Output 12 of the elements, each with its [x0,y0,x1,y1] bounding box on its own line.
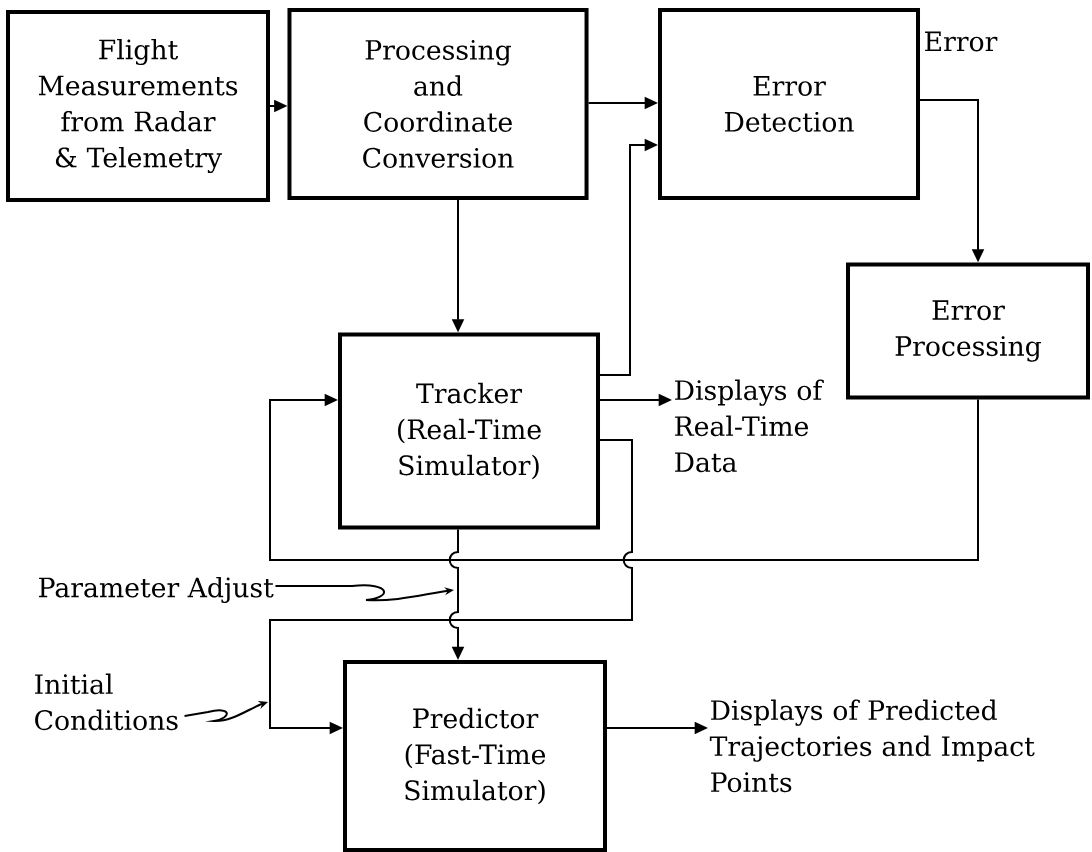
edge-label: Error [922,30,999,53]
arrow [269,393,979,561]
callout-text: Parameter Adjust [39,576,274,604]
output-text: Displays of Predicted Trajectories and Impact Points [709,699,1035,793]
process-box: Predictor (Fast-Time Simulator) [343,660,607,852]
process-box: Tracker (Real-Time Simulator) [338,332,600,530]
process-box: Error Processing [846,262,1090,400]
process-box: Flight Measurements from Radar & Telemetry [6,10,270,202]
process-box: Error Detection [658,8,920,200]
process-box: Processing and Coordinate Conversion [287,8,589,200]
callout-text: Initial Conditions [35,673,178,731]
output-text: Displays of Real-Time Data [675,379,824,473]
